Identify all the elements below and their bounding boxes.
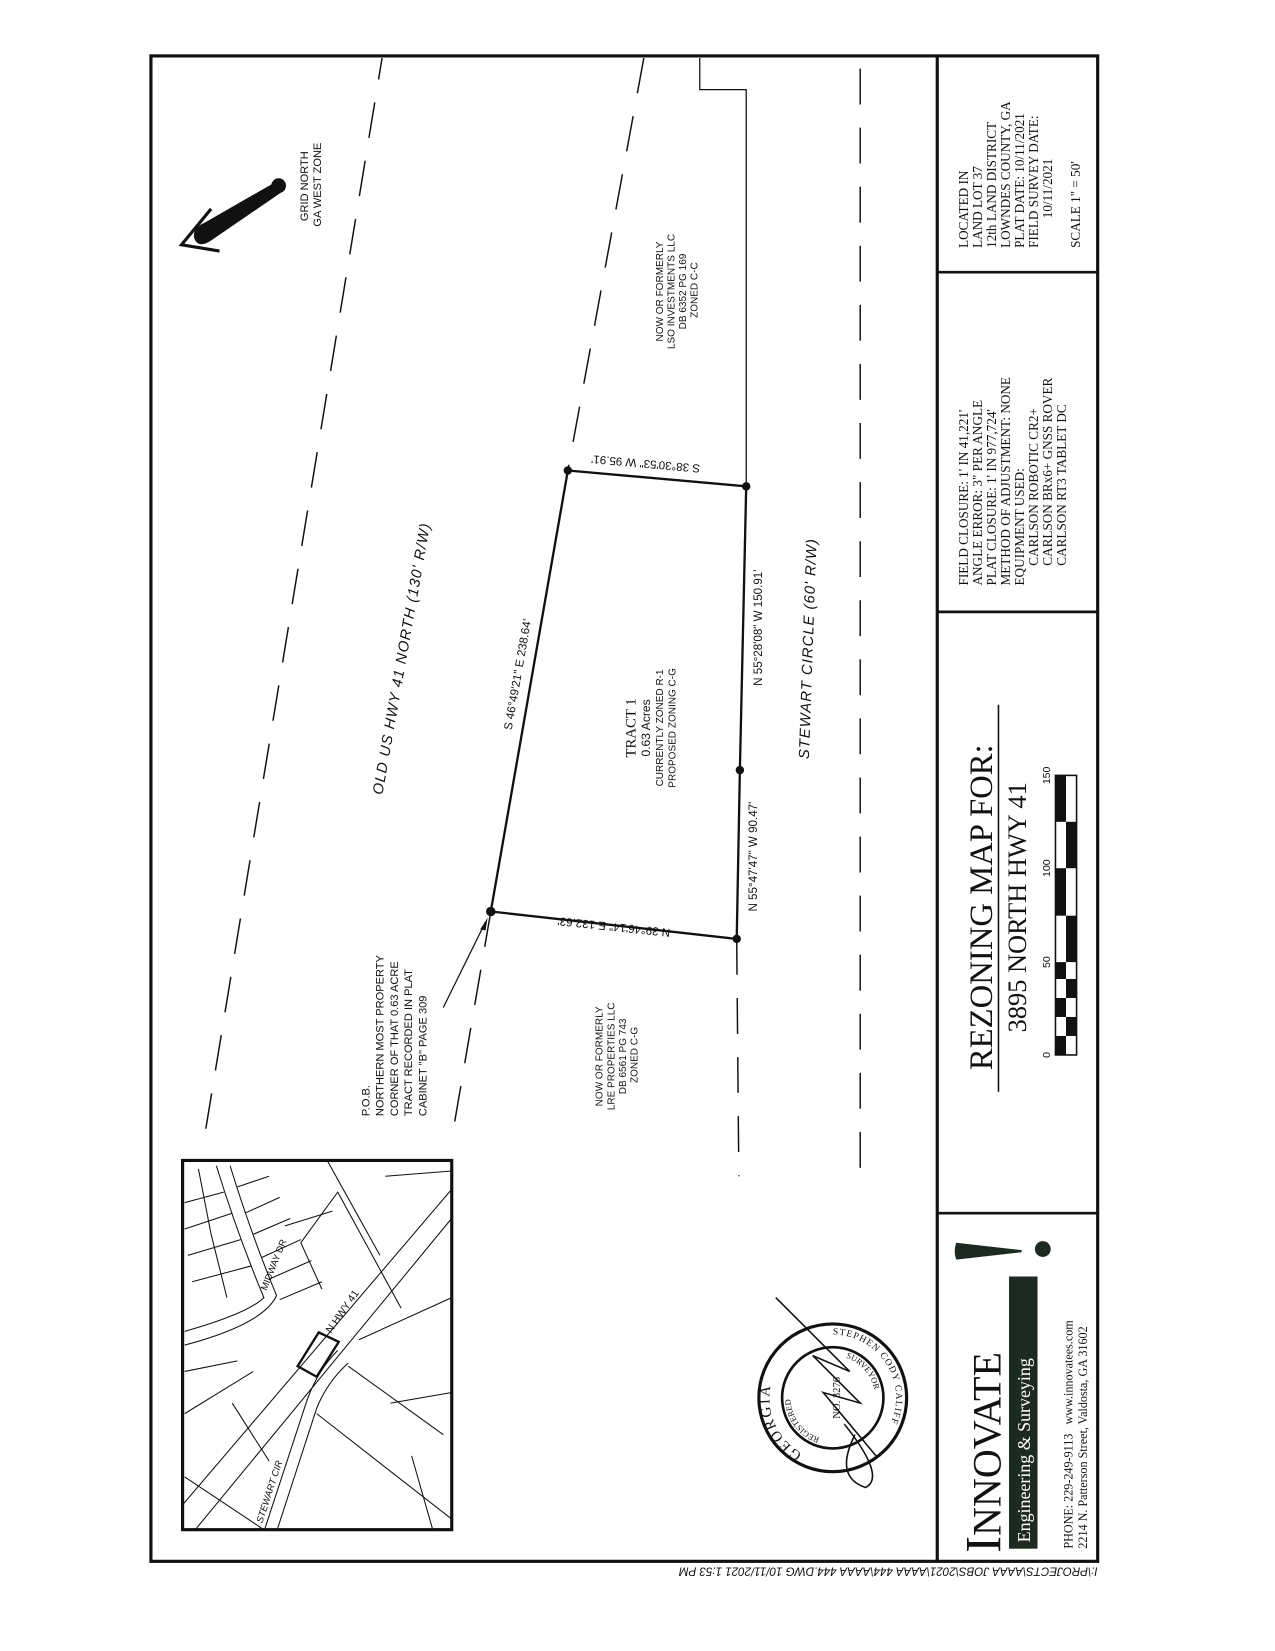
stewart-circle-west-line [735, 938, 740, 1177]
survey-line: CARLSON BRx6+ GNSS ROVER [1040, 377, 1055, 585]
location-line: LAND LOT 37 [970, 166, 985, 248]
map-subtitle: 3895 NORTH HWY 41 [1002, 782, 1032, 1032]
location-info: LOCATED IN LAND LOT 37 12th LAND DISTRIC… [956, 98, 1083, 248]
tract-proposed-zoning: PROPOSED ZONING C-G [667, 668, 678, 788]
survey-line: CARLSON RT3 TABLET DC [1054, 404, 1069, 585]
corner-marker [563, 466, 573, 475]
location-line: LOCATED IN [956, 170, 971, 248]
north-arrow-icon [178, 178, 287, 253]
scale-note: SCALE 1" = 50' [1068, 161, 1083, 248]
corner-marker [741, 482, 751, 491]
graphic-scale-bar: 0 50 100 150 [1041, 766, 1078, 1058]
arrowhead-icon [480, 917, 488, 931]
adjoiner-line: DB 6561 PG 743 [618, 1018, 629, 1094]
vicinity-highway-label: N HWY 41 [324, 1288, 362, 1336]
pob-note: P.O.B. NORTHERN MOST PROPERTY CORNER OF … [360, 952, 429, 1116]
adjoiner-south: NOW OR FORMERLY LRE PROPERTIES LLC DB 65… [595, 1000, 641, 1111]
vicinity-map: N HWY 41 MIDWAY DR STEWART CIR [181, 1158, 454, 1532]
adjoiner-line: NOW OR FORMERLY [655, 241, 666, 341]
bearing-southeast-2: N 55°47'47" W 90.47' [747, 802, 760, 912]
surveyor-seal: GEORGIA STEPHEN CODY CALIFF REGISTERED S… [757, 1297, 909, 1489]
map-title: REZONING MAP FOR: [964, 744, 1000, 1070]
drawing-file-path: I:\PROJECTS\AAAA JOBS\2021\AAAA 444\AAAA… [679, 1565, 1098, 1578]
tract-current-zoning: CURRENTLY ZONED R-1 [655, 669, 666, 786]
location-line: 10/11/2021 [1040, 159, 1055, 248]
company-phone: PHONE: 229-249-9113 www.innovatees.com [1061, 1320, 1075, 1549]
seal-number: NO. 3276 [832, 1377, 843, 1419]
company-tagline: Engineering & Surveying [1014, 1358, 1034, 1542]
highway-east-right-of-way-line [567, 57, 645, 471]
tagline-bar [1009, 1276, 1038, 1549]
company-address: 2214 N. Patterson Street, Valdosta, GA 3… [1076, 1326, 1090, 1548]
zone-label: GA WEST ZONE [312, 143, 324, 227]
corner-marker [735, 765, 745, 775]
logo-rest: NNOVATE [965, 1352, 1010, 1536]
bearing-northwest: S 46°49'21" E 238.64' [502, 618, 534, 731]
adjoining-property-line [699, 58, 747, 487]
pob-line: CABINET "B" PAGE 309 [417, 996, 429, 1117]
highway-east-right-of-way-line [453, 911, 492, 1127]
adjoiner-line: LRE PROPERTIES LLC [606, 1002, 617, 1110]
survey-line: ANGLE ERROR: 3" PER ANGLE [970, 400, 985, 586]
bearing-southwest: N 39°46'14" E 132.63' [557, 914, 671, 939]
survey-line: PLAT CLOSURE: 1' IN 977,724' [984, 409, 999, 585]
scale-label: 150 [1041, 766, 1053, 784]
pob-line: CORNER OF THAT 0.63 ACRE [389, 961, 401, 1116]
north-arrow-label: GRID NORTH GA WEST ZONE [299, 143, 324, 227]
survey-line: METHOD OF ADJUSTMENT: NONE [998, 377, 1013, 585]
location-line: LOWNDES COUNTY, GA [998, 101, 1013, 248]
vicinity-midway-label: MIDWAY DR [259, 1238, 290, 1292]
pob-leader-arrow [442, 921, 487, 1008]
logo-initial: I [956, 1536, 1012, 1553]
bearing-northeast: S 38°30'53" W 95.91' [591, 452, 701, 474]
highway-west-right-of-way-line [205, 57, 383, 1129]
survey-line: FIELD CLOSURE: 1' IN 41,221' [956, 410, 971, 586]
corner-marker [732, 934, 741, 944]
tract-name: TRACT 1 [623, 698, 639, 757]
location-line: PLAT DATE: 10/11/2021 [1012, 113, 1027, 248]
scale-label: 0 [1041, 1052, 1053, 1058]
vicinity-tract-outline [296, 1330, 341, 1379]
survey-line: CARLSON ROBOTIC CR2+ [1026, 408, 1041, 585]
tract-area: 0.63 Acres [639, 699, 653, 756]
signature [775, 1297, 877, 1489]
location-line: FIELD SURVEY DATE: [1026, 115, 1041, 247]
grid-north-label: GRID NORTH [299, 151, 311, 221]
bearing-southeast-1: N 55°28'08" W 150.91' [752, 570, 765, 686]
property-corner-markers [486, 466, 751, 944]
pob-line: NORTHERN MOST PROPERTY [375, 955, 387, 1117]
scale-label: 100 [1041, 859, 1053, 877]
adjoiner-line: NOW OR FORMERLY [595, 1006, 606, 1106]
adjoiner-north: NOW OR FORMERLY LSO INVESTMENTS LLC DB 6… [655, 231, 701, 349]
drawing-border [149, 54, 1100, 1563]
company-logo: INNOVATE Engineering & Surveying PHONE: … [954, 1241, 1090, 1553]
pob-line: TRACT RECORDED IN PLAT [403, 969, 415, 1116]
survey-info: FIELD CLOSURE: 1' IN 41,221' ANGLE ERROR… [956, 361, 1069, 586]
tract-label: TRACT 1 0.63 Acres CURRENTLY ZONED R-1 P… [623, 668, 678, 788]
pob-marker [486, 906, 496, 917]
adjoiner-line: DB 6352 PG 169 [678, 253, 689, 329]
survey-line: EQUIPMENT USED: [1012, 468, 1027, 585]
adjoiner-line: LSO INVESTMENTS LLC [666, 234, 677, 349]
logo-wordmark: INNOVATE [956, 1352, 1012, 1553]
scale-label: 50 [1041, 956, 1053, 968]
highway-label: OLD US HWY 41 NORTH (130' R/W) [371, 521, 435, 795]
exclamation-icon [954, 1242, 1022, 1260]
tract-boundary [489, 469, 748, 941]
stewart-circle-label: STEWART CIRCLE (60' R/W) [797, 538, 821, 760]
exclamation-dot-icon [1034, 1241, 1051, 1257]
adjoiner-line: ZONED C-G [629, 1027, 640, 1083]
adjoiner-line: ZONED C-C [690, 262, 701, 318]
pob-line: P.O.B. [360, 1085, 372, 1116]
location-line: 12th LAND DISTRICT [984, 122, 999, 248]
vicinity-map-frame [181, 1158, 454, 1532]
